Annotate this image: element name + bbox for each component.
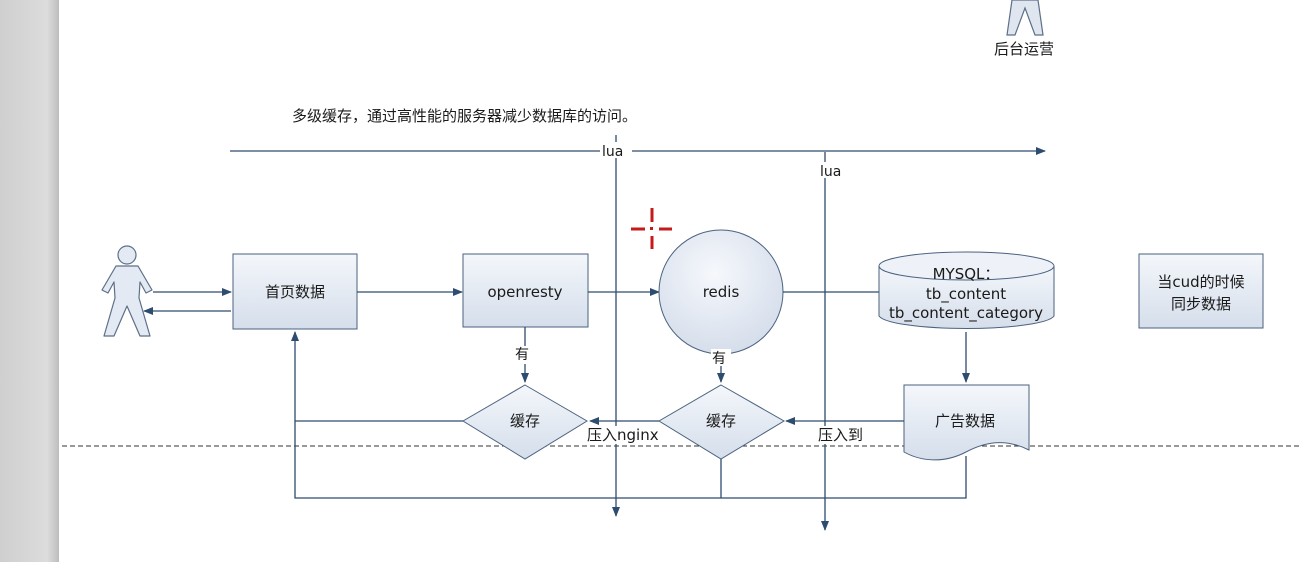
push-to-label-bg: [816, 426, 868, 444]
lua-label-bg-left: [600, 142, 632, 158]
page-left-margin: [0, 0, 59, 562]
admin-actor-label: 后台运营: [994, 40, 1054, 58]
user-actor-icon: [101, 245, 153, 337]
nginx-cache-label: 缓存: [510, 412, 540, 430]
crosshair-marker-icon: [631, 208, 672, 249]
addata-node: [903, 384, 1030, 461]
mysql-node: [878, 251, 1055, 329]
lua-label-right: lua: [820, 164, 841, 180]
addata-label: 广告数据: [935, 412, 995, 430]
homepage-node: [232, 253, 358, 330]
homepage-label: 首页数据: [265, 283, 325, 301]
diagram-caption: 多级缓存，通过高性能的服务器减少数据库的访问。: [292, 107, 637, 125]
sync-note-line1: 当cud的时候: [1157, 273, 1244, 291]
has-label-bg-right: [711, 349, 731, 366]
mysql-label-line2: tb_content: [926, 285, 1006, 304]
has-label-right: 有: [712, 351, 726, 367]
has-label-bg-left: [514, 346, 534, 364]
has-label-left: 有: [515, 347, 529, 363]
redis-label: redis: [703, 283, 740, 301]
mysql-label-line1: MYSQL：: [933, 265, 1000, 283]
crosshair-center-dot: [650, 227, 653, 230]
redis-cache-label: 缓存: [706, 412, 736, 430]
lua-label-left: lua: [602, 144, 623, 160]
admin-actor-icon: [1006, 0, 1044, 36]
push-nginx-label: 压入nginx: [587, 426, 659, 444]
mysql-label-line3: tb_content_category: [889, 304, 1043, 323]
nginx-cache-node: [462, 384, 588, 460]
feedback-loop-line: [291, 331, 967, 499]
lua-label-bg-right: [816, 162, 846, 178]
push-nginx-label-bg: [586, 426, 660, 444]
sync-note-line2: 同步数据: [1171, 295, 1231, 313]
push-to-label: 压入到: [818, 426, 863, 444]
openresty-node: [462, 253, 589, 328]
sync-note-node: [1138, 253, 1264, 329]
openresty-label: openresty: [487, 283, 562, 301]
